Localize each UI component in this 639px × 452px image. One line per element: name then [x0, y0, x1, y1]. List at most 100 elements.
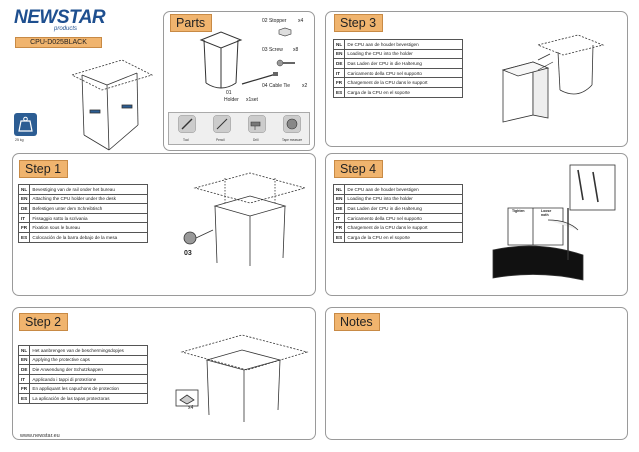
parts-title: Parts: [170, 14, 213, 32]
newstar-logo: NEWSTAR products: [14, 7, 106, 32]
step1-title: Step 1: [19, 160, 69, 178]
model-badge: CPU-D025BLACK: [15, 37, 102, 48]
stopper-icon: [278, 27, 292, 37]
instruction-text: Applicando i tappi di protezione: [29, 373, 149, 385]
language-code: FR: [332, 77, 346, 88]
language-code: DE: [17, 203, 31, 214]
tool-caption-pencil: Pencil: [216, 138, 225, 142]
language-code: NL: [17, 184, 31, 195]
instruction-text: Chargement de la CPU dans le support: [344, 77, 464, 88]
instruction-text: Caricamento della CPU nel supporto: [344, 67, 464, 79]
language-code: EN: [332, 48, 346, 60]
language-code: FR: [332, 222, 346, 233]
language-code: EN: [17, 193, 31, 205]
instruction-text: Loading the CPU into the holder: [344, 193, 464, 205]
notes-title: Notes: [334, 313, 380, 331]
instruction-text: Attaching the CPU holder under the desk: [29, 193, 149, 205]
instruction-text: En appliquant les capuchons de protectio…: [29, 383, 149, 394]
tool-caption-drill: Drill: [253, 138, 259, 142]
overview-illustration: [70, 59, 154, 151]
instruction-text: Befestigen unter dem Schreibtisch: [29, 203, 149, 214]
language-code: IT: [332, 67, 346, 79]
language-code: NL: [17, 345, 31, 356]
language-code: DE: [332, 58, 346, 69]
tighten-label: Tighten: [512, 209, 525, 213]
step1-illustration: [183, 172, 307, 266]
part-04-name: 04 Cable Tie: [262, 83, 291, 89]
screwdriver-tool-icon: [178, 115, 196, 133]
brand-name: NEWSTAR: [14, 7, 106, 28]
part-02-name: 02 Stopper: [262, 18, 287, 24]
step2-title: Step 2: [19, 313, 69, 331]
holder-part-illustration: [199, 31, 243, 89]
step3-title: Step 3: [334, 14, 384, 32]
language-code: IT: [17, 212, 31, 224]
instruction-text: Loading the CPU into the holder: [344, 48, 464, 60]
instruction-text: Carga de la CPU en el soporte: [344, 86, 464, 98]
language-code: NL: [332, 39, 346, 50]
instruction-text: Chargement de la CPU dans le support: [344, 222, 464, 233]
instruction-text: La aplicación de las tapas protectoras: [29, 392, 149, 404]
instruction-text: Die Anwendung der Schutzkappen: [29, 364, 149, 375]
language-code: DE: [332, 203, 346, 214]
tool-caption-tool: Tool: [183, 138, 189, 142]
instruction-text: Das Laden der CPU in die Halterung: [344, 58, 464, 69]
language-code: EN: [17, 354, 31, 366]
language-code: IT: [332, 212, 346, 224]
language-code: ES: [17, 392, 31, 404]
drill-tool-icon: [248, 115, 266, 133]
step1-part-ref: 03: [184, 250, 192, 257]
instruction-text: Das Laden der CPU in die Halterung: [344, 203, 464, 214]
language-code: IT: [17, 373, 31, 385]
language-code: EN: [332, 193, 346, 205]
part-02-qty: x4: [298, 18, 304, 24]
part-01-qty: x1set: [246, 97, 258, 103]
language-code: DE: [17, 364, 31, 375]
language-code: ES: [17, 231, 31, 243]
part-03-qty: x8: [293, 47, 299, 53]
step2-illustration: [175, 334, 309, 422]
part-01-name: Holder: [224, 97, 239, 103]
language-code: ES: [332, 231, 346, 243]
step4-title: Step 4: [334, 160, 384, 178]
cable-tie-icon: [241, 72, 278, 85]
part-04-qty: x2: [302, 83, 308, 89]
brand-sub: products: [54, 26, 78, 32]
part-01-label: 01: [226, 90, 232, 96]
screw-icon: [276, 59, 295, 67]
instruction-text: Applying the protective caps: [29, 354, 149, 366]
language-code: ES: [332, 86, 346, 98]
step3-illustration: [501, 34, 605, 123]
language-code: FR: [17, 383, 31, 394]
language-code: FR: [17, 222, 31, 233]
tool-caption-tape-measure: Tape measure: [282, 138, 303, 142]
max-weight-label: 25 kg: [15, 138, 24, 142]
instruction-text: Bevestiging van de rail onder het bureau: [29, 184, 149, 195]
language-code: NL: [332, 184, 346, 195]
instruction-text: Caricamento della CPU nel supporto: [344, 212, 464, 224]
instruction-text: Carga de la CPU en el soporte: [344, 231, 464, 243]
footer-url: www.newstar.eu: [20, 433, 60, 439]
